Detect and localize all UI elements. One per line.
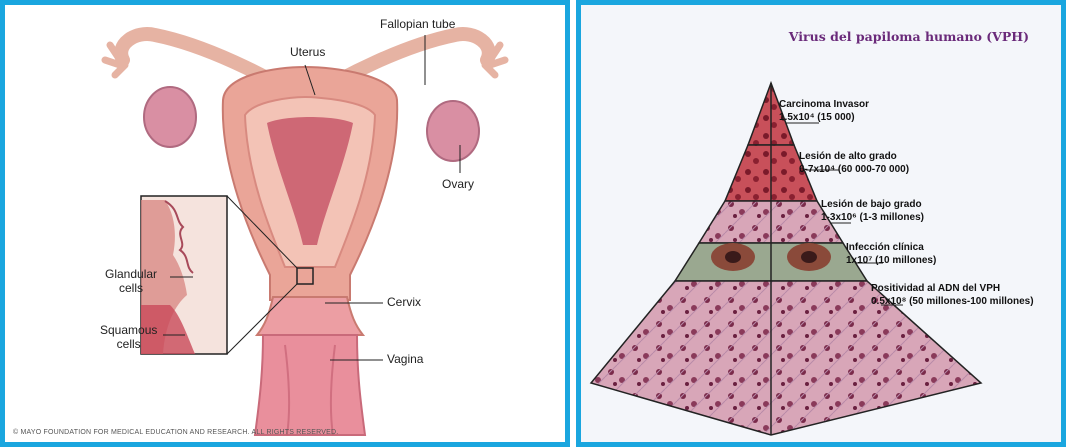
tier-4-name: Infección clínica xyxy=(846,241,936,254)
hpv-pyramid-panel: Virus del papiloma humano (VPH) Carcinom… xyxy=(576,0,1066,447)
glandular-cells-label: Glandular cells xyxy=(105,267,157,295)
copyright-text: © MAYO FOUNDATION FOR MEDICAL EDUCATION … xyxy=(13,429,338,436)
pyramid-title: Virus del papiloma humano (VPH) xyxy=(789,29,1029,44)
anatomy-illustration xyxy=(5,5,565,442)
ovary-label: Ovary xyxy=(442,177,474,191)
vagina xyxy=(255,335,365,435)
uterus-label: Uterus xyxy=(290,45,325,59)
tier-label-3: Lesión de bajo grado 1-3x10⁶ (1-3 millon… xyxy=(821,198,924,224)
tier-4-value: 1x10⁷ (10 millones) xyxy=(846,254,936,267)
ovary-left xyxy=(144,87,196,147)
squamous-cells-label: Squamous cells xyxy=(100,323,157,351)
tier-1-value: 1.5x10⁴ (15 000) xyxy=(779,111,869,124)
anatomy-panel: Fallopian tube Uterus Ovary Glandular ce… xyxy=(0,0,570,447)
tier-label-2: Lesión de alto grado 6-7x10⁴ (60 000-70 … xyxy=(799,150,909,176)
ovary-right xyxy=(427,101,479,161)
tier-2-value: 6-7x10⁴ (60 000-70 000) xyxy=(799,163,909,176)
fallopian-tube-label: Fallopian tube xyxy=(380,17,455,31)
vagina-label: Vagina xyxy=(387,352,423,366)
tier-5-value: 0.5x10⁸ (50 millones-100 millones) xyxy=(871,295,1034,308)
cervix-label: Cervix xyxy=(387,295,421,309)
tier-label-5: Positividad al ADN del VPH 0.5x10⁸ (50 m… xyxy=(871,282,1034,308)
tier-3-name: Lesión de bajo grado xyxy=(821,198,924,211)
tier-label-1: Carcinoma Invasor 1.5x10⁴ (15 000) xyxy=(779,98,869,124)
tier-3-value: 1-3x10⁶ (1-3 millones) xyxy=(821,211,924,224)
tier-1-name: Carcinoma Invasor xyxy=(779,98,869,111)
tier-5-name: Positividad al ADN del VPH xyxy=(871,282,1034,295)
tier-2-name: Lesión de alto grado xyxy=(799,150,909,163)
tier-label-4: Infección clínica 1x10⁷ (10 millones) xyxy=(846,241,936,267)
